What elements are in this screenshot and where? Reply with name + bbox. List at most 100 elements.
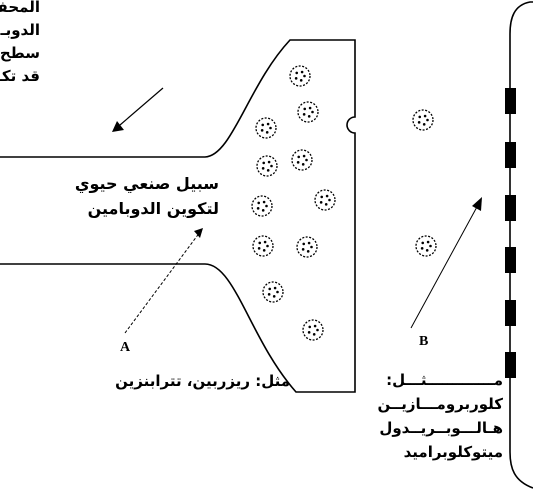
arrow-b-line — [410, 204, 479, 329]
top-label-line: قد تكـ — [0, 67, 40, 85]
vesicle-dot — [313, 324, 317, 328]
vesicle-dot — [306, 250, 310, 253]
vesicle-dot — [302, 154, 306, 158]
vesicle — [314, 189, 336, 211]
vesicle-dot — [263, 240, 267, 244]
vesicle-dot — [307, 241, 311, 245]
vesicle-dot — [261, 123, 265, 127]
pathway-label-line: سبيل صنعي حيوي — [74, 174, 219, 193]
vesicle — [255, 117, 277, 139]
receptors — [505, 88, 516, 378]
vesicle-dot — [420, 247, 424, 250]
vesicle-dot — [266, 169, 270, 172]
vesicle-dot — [302, 242, 306, 246]
vesicle — [412, 109, 434, 131]
vesicle-dot — [320, 195, 324, 199]
vesicle-dot — [305, 158, 308, 162]
vesicle-dot — [319, 201, 323, 204]
vesicle-dot — [262, 161, 266, 165]
vesicle-dot — [426, 240, 430, 244]
vesicle-dot — [258, 241, 262, 245]
vesicle-dot — [266, 244, 269, 248]
receptor — [505, 300, 516, 326]
example-b-drug: هـالـــوبــريــدول — [379, 419, 503, 437]
vesicle-dot — [262, 249, 266, 252]
arrow-a-line — [124, 231, 201, 334]
vesicle-dot — [296, 161, 300, 164]
vesicle-dot — [426, 118, 429, 122]
vesicle — [296, 236, 318, 258]
arrow-top-line — [119, 87, 164, 126]
pathway-label: سبيل صنعي حيوي لتكوين الدوبامين — [75, 171, 219, 221]
vesicle-dot — [324, 203, 328, 206]
vesicle-dot — [301, 248, 305, 251]
vesicle-dot — [257, 201, 261, 205]
postsynaptic-membrane — [509, 1, 533, 489]
presynaptic-terminal-outline — [0, 39, 356, 393]
vesicle-dot — [295, 71, 299, 75]
arrow-b-head — [472, 197, 482, 211]
vesicle-dot — [328, 198, 331, 202]
vesicle-dot — [316, 328, 319, 332]
vesicle-dot — [308, 106, 312, 110]
vesicle-dot — [307, 331, 311, 334]
vesicle-dot — [267, 160, 271, 164]
vesicle-dot — [421, 241, 425, 245]
vesicle-dot — [257, 247, 261, 250]
vesicle-dot — [273, 286, 277, 290]
arrow-top-head — [112, 121, 124, 132]
vesicle-dot — [423, 114, 427, 118]
marker-b: B — [419, 334, 429, 349]
example-b-heading: مـــــــــــــثـــل: — [386, 371, 503, 389]
receptor — [505, 195, 516, 221]
example-b: مـــــــــــــثـــل: كلوربرومـــازيــن ه… — [378, 368, 504, 464]
vesicle-dot — [303, 74, 306, 78]
vesicle-dot — [425, 249, 429, 252]
receptor — [505, 352, 516, 378]
vesicle-dot — [260, 129, 264, 132]
receptor — [505, 88, 516, 114]
vesicle-dot — [312, 333, 316, 336]
vesicle — [289, 65, 311, 87]
vesicle-dot — [310, 245, 313, 249]
vesicle — [302, 319, 324, 341]
vesicle-dot — [301, 163, 305, 166]
vesicle-dot — [325, 194, 329, 198]
vesicle-dot — [261, 209, 265, 212]
vesicle — [256, 155, 278, 177]
vesicle-dot — [265, 204, 268, 208]
receptor — [505, 247, 516, 273]
vesicle-dot — [300, 70, 304, 74]
vesicle — [252, 235, 274, 257]
vesicle-dot — [294, 77, 298, 80]
vesicle-dot — [269, 126, 272, 130]
vesicle-dot — [272, 295, 276, 298]
vesicles — [251, 65, 437, 341]
top-label-line: سطح — [0, 44, 40, 62]
vesicle-dot — [267, 293, 271, 296]
vesicle — [297, 101, 319, 123]
vesicle-dot — [276, 290, 279, 294]
vesicle-dot — [311, 110, 314, 114]
vesicle-dot — [302, 113, 306, 116]
vesicle — [415, 235, 437, 257]
vesicle — [262, 281, 284, 303]
arrow-a-head — [194, 228, 203, 238]
marker-a: A — [120, 340, 131, 355]
vesicle-dot — [308, 325, 312, 329]
vesicle-dot — [429, 244, 432, 248]
example-b-drug: ميتوكلوبراميد — [403, 443, 503, 461]
vesicle-dot — [261, 167, 265, 170]
vesicle-dot — [297, 155, 301, 159]
pathway-label-line: لتكوين الدوبامين — [87, 199, 219, 218]
vesicle — [291, 149, 313, 171]
receptor — [505, 142, 516, 168]
vesicle-dot — [417, 121, 421, 124]
vesicle-dot — [303, 107, 307, 111]
vesicle-dot — [299, 79, 303, 82]
example-b-drug: كلوربرومـــازيــن — [377, 395, 504, 413]
vesicle-dot — [266, 122, 270, 126]
vesicle-dot — [270, 164, 273, 168]
